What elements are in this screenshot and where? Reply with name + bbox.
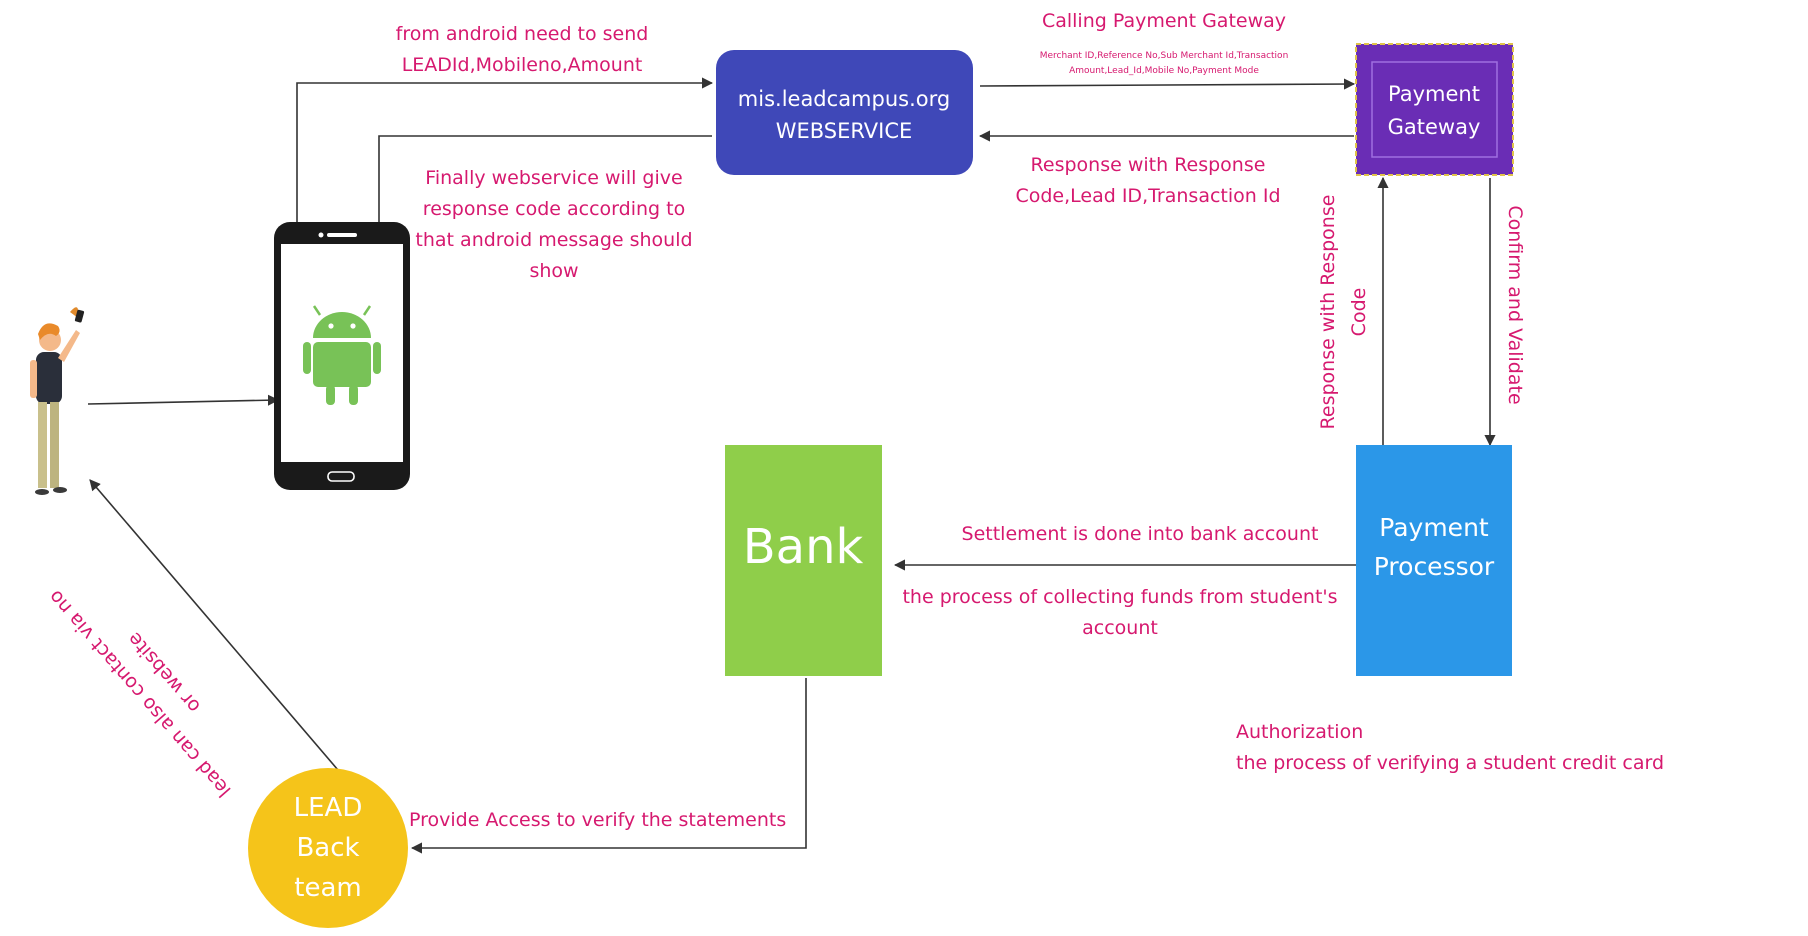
webservice-reply-line2: response code according to: [423, 198, 685, 220]
lead-back-team-node: LEAD Back team: [248, 768, 408, 928]
user-figure-icon: [30, 307, 85, 495]
back-team-line3: team: [294, 873, 361, 903]
gateway-params-line1: Merchant ID,Reference No,Sub Merchant Id…: [1040, 51, 1289, 61]
gateway-line1: Payment: [1388, 82, 1480, 106]
bank-node: Bank: [725, 445, 882, 676]
gateway-response-line1: Response with Response: [1031, 154, 1266, 176]
label-calling-gateway: Calling Payment Gateway: [1042, 10, 1286, 32]
label-authorization: Authorization the process of verifying a…: [1236, 721, 1664, 774]
label-provide-access: Provide Access to verify the statements: [409, 809, 786, 831]
processor-response-line1: Response with Response: [1317, 195, 1339, 430]
android-send-line2: LEADId,Mobileno,Amount: [402, 54, 643, 76]
payment-gateway-node: Payment Gateway: [1355, 43, 1514, 176]
processor-response-line2: Code: [1348, 288, 1370, 337]
gateway-response-line2: Code,Lead ID,Transaction Id: [1015, 185, 1280, 207]
webservice-line2: WEBSERVICE: [776, 119, 913, 143]
line-webservice-to-phone: [378, 135, 712, 223]
processor-line2: Processor: [1374, 552, 1495, 581]
label-android-send: from android need to send LEADId,Mobilen…: [396, 23, 649, 76]
payment-processor-node: Payment Processor: [1356, 445, 1512, 676]
gateway-line2: Gateway: [1388, 115, 1481, 139]
collecting-line2: account: [1082, 617, 1158, 639]
authorization-line1: Authorization: [1236, 721, 1363, 743]
label-settlement: Settlement is done into bank account: [962, 523, 1319, 545]
arrow-bank-to-back-team: [410, 678, 807, 854]
arrow-phone-to-webservice: [296, 77, 714, 223]
webservice-reply-line3: that android message should: [415, 229, 692, 251]
webservice-reply-line4: show: [529, 260, 578, 282]
label-gateway-response: Response with Response Code,Lead ID,Tran…: [1015, 154, 1280, 207]
collecting-line1: the process of collecting funds from stu…: [902, 586, 1337, 608]
bank-label: Bank: [743, 519, 864, 575]
arrow-back-team-to-user: [89, 479, 339, 771]
android-phone-icon: [274, 222, 410, 490]
authorization-line2: the process of verifying a student credi…: [1236, 752, 1664, 774]
back-team-line1: LEAD: [294, 793, 363, 823]
lead-contact-line1: lead can also contact via no: [44, 586, 235, 801]
label-webservice-reply: Finally webservice will give response co…: [415, 167, 692, 282]
android-send-line1: from android need to send: [396, 23, 649, 45]
label-confirm-validate: Confirm and Validate: [1504, 205, 1526, 404]
webservice-line1: mis.leadcampus.org: [738, 87, 950, 111]
arrow-webservice-to-gateway: [979, 78, 1356, 90]
gateway-params-line2: Amount,Lead_Id,Mobile No,Payment Mode: [1069, 66, 1259, 76]
label-gateway-params: Merchant ID,Reference No,Sub Merchant Id…: [1040, 51, 1289, 76]
webservice-reply-line1: Finally webservice will give: [425, 167, 682, 189]
android-logo-icon: [303, 305, 381, 405]
arrow-user-to-phone: [87, 394, 280, 406]
back-team-line2: Back: [296, 833, 359, 863]
label-collecting: the process of collecting funds from stu…: [902, 586, 1337, 639]
webservice-node: mis.leadcampus.org WEBSERVICE: [716, 50, 973, 175]
processor-line1: Payment: [1379, 513, 1489, 542]
label-processor-response: Response with Response Code: [1317, 195, 1370, 430]
label-lead-contact: lead can also contact via no or website: [44, 586, 235, 801]
